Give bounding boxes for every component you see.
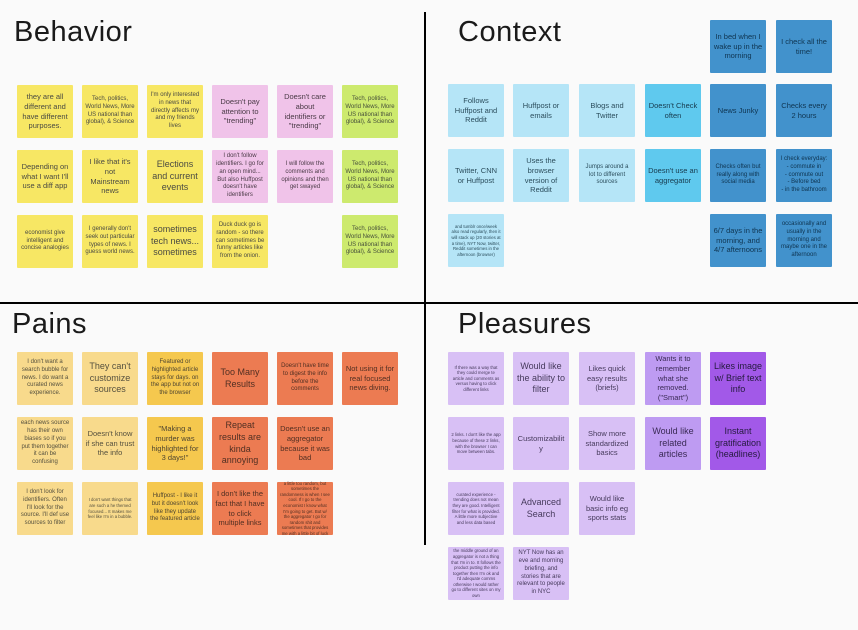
sticky-note[interactable]: I'm only interested in news that directl…	[147, 85, 203, 138]
sticky-note[interactable]: Likes quick easy results (briefs)	[579, 352, 635, 405]
sticky-note[interactable]: Show more standardized basics	[579, 417, 635, 470]
sticky-note[interactable]: Would like basic info eg sports stats	[579, 482, 635, 535]
sticky-note[interactable]: Not using it for real focused news divin…	[342, 352, 398, 405]
sticky-note[interactable]: Doesn't use an aggregator because it was…	[277, 417, 333, 470]
sticky-note[interactable]: "Making a murder was highlighted for 3 d…	[147, 417, 203, 470]
sticky-note[interactable]: Would like related articles	[645, 417, 701, 470]
sticky-note[interactable]: Doesn't Check often	[645, 84, 701, 137]
sticky-note[interactable]: Likes image w/ Brief text info	[710, 352, 766, 405]
sticky-note[interactable]: Follows Huffpost and Reddit	[448, 84, 504, 137]
sticky-note[interactable]: Blogs and Twitter	[579, 84, 635, 137]
sticky-note[interactable]: I don't look for identifiers. Often I'll…	[17, 482, 73, 535]
sticky-note[interactable]: I don't want things that are such a he t…	[82, 482, 138, 535]
sticky-note[interactable]: Duck duck go is random - so there can so…	[212, 215, 268, 268]
sticky-note[interactable]: 2 links. I don't like the app because of…	[448, 417, 504, 470]
quadrant-title-context: Context	[458, 16, 562, 48]
sticky-note[interactable]: News Junky	[710, 84, 766, 137]
sticky-note[interactable]: Twitter, CNN or Huffpost	[448, 149, 504, 202]
sticky-note[interactable]: Huffpost - I like it but it doesn't look…	[147, 482, 203, 535]
sticky-note[interactable]: Doesn't know if she can trust the info	[82, 417, 138, 470]
sticky-note[interactable]: Instant gratification (headlines)	[710, 417, 766, 470]
sticky-note[interactable]: Would like the ability to filter	[513, 352, 569, 405]
sticky-note[interactable]: economist give intelligent and concise a…	[17, 215, 73, 268]
sticky-note[interactable]: Huffpost or emails	[513, 84, 569, 137]
sticky-note[interactable]: Doesn't use an aggregator	[645, 149, 701, 202]
sticky-note[interactable]: Checks every 2 hours	[776, 84, 832, 137]
quadrant-title-pains: Pains	[12, 308, 88, 340]
sticky-note[interactable]: NYT Now has an eve and morning briefing,…	[513, 547, 569, 600]
sticky-note[interactable]: I check all the time!	[776, 20, 832, 73]
quadrant-title-behavior: Behavior	[14, 16, 133, 48]
divider-vertical	[424, 12, 426, 545]
sticky-note[interactable]: I don't want a search bubble for news. I…	[17, 352, 73, 405]
sticky-note[interactable]: Doesn't care about identifiers or "trend…	[277, 85, 333, 138]
sticky-note[interactable]: a little too random, but sometimes the r…	[277, 481, 333, 536]
sticky-note[interactable]: Tech, politics, World News, More US nati…	[342, 150, 398, 203]
sticky-note[interactable]: Jumps around a lot to different sources	[579, 149, 635, 202]
sticky-note[interactable]: I like that it's not Mainstream news	[82, 150, 138, 203]
sticky-note[interactable]: each news source has their own biases so…	[17, 417, 73, 470]
sticky-note[interactable]: Elections and current events	[147, 150, 203, 203]
sticky-note[interactable]: curated experience - trending does not m…	[448, 482, 504, 535]
sticky-note[interactable]: Tech, politics, World News, More US nati…	[82, 85, 138, 138]
divider-horizontal	[0, 302, 858, 304]
sticky-note[interactable]: Depending on what I want I'll use a diff…	[17, 150, 73, 203]
sticky-note[interactable]: they are all different and have differen…	[17, 85, 73, 138]
sticky-note[interactable]: Uses the browser version of Reddit	[513, 149, 569, 202]
sticky-note[interactable]: In bed when I wake up in the morning	[710, 20, 766, 73]
sticky-note[interactable]: the middle ground of an aggregator is no…	[448, 547, 504, 600]
sticky-note[interactable]: I don't like the fact that I have to cli…	[212, 482, 268, 535]
sticky-note[interactable]: They can't customize sources	[82, 352, 138, 405]
sticky-note[interactable]: I generally don't seek out particular ty…	[82, 215, 138, 268]
sticky-note[interactable]: Doesn't pay attention to "trending"	[212, 85, 268, 138]
sticky-note[interactable]: Tech, politics, World News, More US nati…	[342, 85, 398, 138]
sticky-note[interactable]: Advanced Search	[513, 482, 569, 535]
sticky-note[interactable]: sometimes tech news... sometimes	[147, 215, 203, 268]
quadrant-title-pleasures: Pleasures	[458, 308, 592, 340]
sticky-note[interactable]: Checks often but really along with socia…	[710, 149, 766, 202]
sticky-note[interactable]: Featured or highlighted article stays fo…	[147, 352, 203, 405]
sticky-note[interactable]: occasionally and usually in the morning …	[776, 214, 832, 267]
sticky-note[interactable]: I don't follow identifiers. I go for an …	[212, 150, 268, 203]
sticky-note[interactable]: Too Many Results	[212, 352, 268, 405]
sticky-note[interactable]: and tumblr once/week also read regularly…	[448, 214, 504, 267]
sticky-note[interactable]: Customizability	[513, 417, 569, 470]
sticky-note[interactable]: Doesn't have time to digest the info bef…	[277, 352, 333, 405]
sticky-note[interactable]: I will follow the comments and opinions …	[277, 150, 333, 203]
sticky-note[interactable]: I check everyday: - commute in - commute…	[776, 149, 832, 202]
sticky-note[interactable]: 6/7 days in the morning, and 4/7 afterno…	[710, 214, 766, 267]
sticky-note[interactable]: Tech, politics, World News, More US nati…	[342, 215, 398, 268]
sticky-note[interactable]: Repeat results are kinda annoying	[212, 417, 268, 470]
sticky-note[interactable]: Wants it to remember what she removed. (…	[645, 352, 701, 405]
sticky-note[interactable]: If there was a way that they could merge…	[448, 352, 504, 405]
